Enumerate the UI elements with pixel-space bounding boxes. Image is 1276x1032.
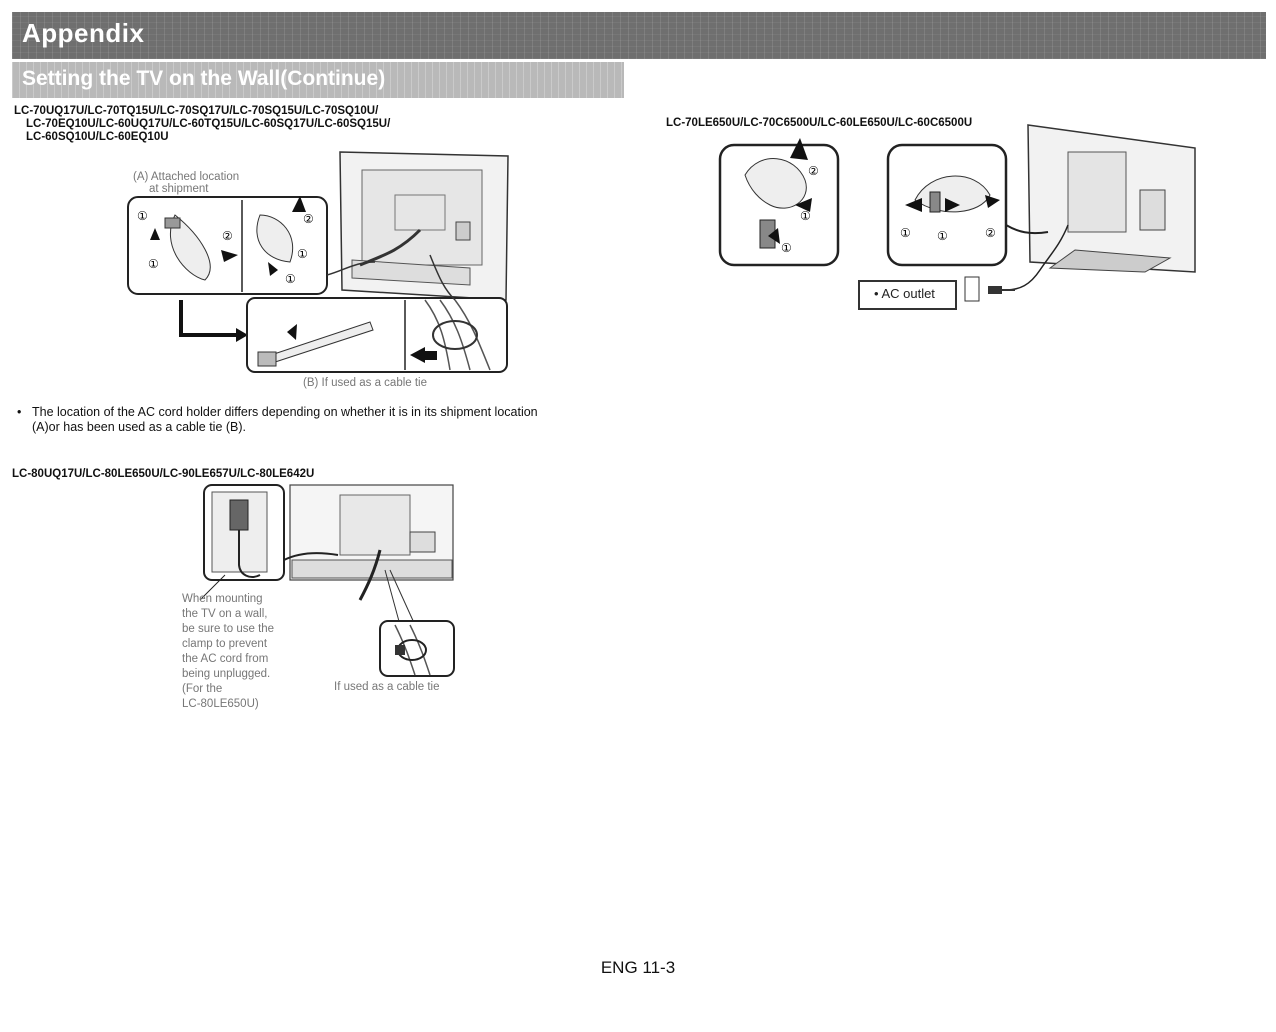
page-number: ENG 11-3 bbox=[600, 958, 676, 977]
svg-text:①: ① bbox=[285, 272, 296, 286]
svg-text:②: ② bbox=[222, 229, 233, 243]
label-attached-location-line2: at shipment bbox=[149, 183, 209, 195]
wall-note-line7: (For the bbox=[182, 683, 223, 695]
note-line2: (A)or has been used as a cable tie (B). bbox=[32, 420, 247, 434]
ac-outlet-label: • AC outlet bbox=[874, 286, 935, 301]
ac-outlet-label-box: • AC outlet bbox=[858, 280, 957, 310]
svg-text:①: ① bbox=[781, 241, 792, 255]
section1-models-line1: LC-70UQ17U/LC-70TQ15U/LC-70SQ17U/LC-70SQ… bbox=[14, 105, 379, 117]
note-line1: The location of the AC cord holder diffe… bbox=[32, 405, 538, 419]
wall-note-line8: LC-80LE650U) bbox=[182, 698, 259, 710]
section1-models-line3: LC-60SQ10U/LC-60EQ10U bbox=[26, 131, 169, 143]
wall-note-line3: be sure to use the bbox=[182, 623, 275, 635]
svg-text:①: ① bbox=[900, 226, 911, 240]
svg-text:②: ② bbox=[808, 164, 819, 178]
svg-text:①: ① bbox=[297, 247, 308, 261]
section3-models: LC-70LE650U/LC-70C6500U/LC-60LE650U/LC-6… bbox=[666, 117, 973, 129]
appendix-banner: Appendix bbox=[12, 12, 1266, 59]
wall-note-line2: the TV on a wall, bbox=[182, 608, 268, 620]
section-title: Setting the TV on the Wall(Continue) bbox=[22, 67, 386, 90]
wall-note-line5: the AC cord from bbox=[182, 653, 269, 665]
cable-tie-inset bbox=[246, 254, 508, 373]
svg-text:①: ① bbox=[148, 257, 159, 271]
wall-note-line4: clamp to prevent bbox=[182, 638, 268, 650]
svg-text:①: ① bbox=[937, 229, 948, 243]
label-cable-tie: (B) If used as a cable tie bbox=[303, 377, 428, 389]
section2-cable-tie-label: If used as a cable tie bbox=[334, 681, 440, 693]
svg-text:②: ② bbox=[985, 226, 996, 240]
svg-text:①: ① bbox=[137, 209, 148, 223]
svg-text:①: ① bbox=[800, 209, 811, 223]
svg-text:②: ② bbox=[303, 212, 314, 226]
appendix-title: Appendix bbox=[22, 18, 145, 48]
wall-note-line1: When mounting bbox=[182, 593, 263, 605]
attached-location-inset: ① ① ② ② ① ① bbox=[127, 196, 376, 295]
label-attached-location-line1: (A) Attached location bbox=[133, 171, 240, 183]
section-banner: Setting the TV on the Wall(Continue) bbox=[12, 62, 624, 98]
section2-models: LC-80UQ17U/LC-80LE650U/LC-90LE657U/LC-80… bbox=[12, 468, 315, 480]
tv-back-illustration-1 bbox=[339, 151, 509, 301]
wall-note-line6: being unplugged. bbox=[182, 668, 271, 680]
section1-models-line2: LC-70EQ10U/LC-60UQ17U/LC-60TQ15U/LC-60SQ… bbox=[26, 118, 391, 130]
bullet-dot: • bbox=[17, 405, 22, 419]
